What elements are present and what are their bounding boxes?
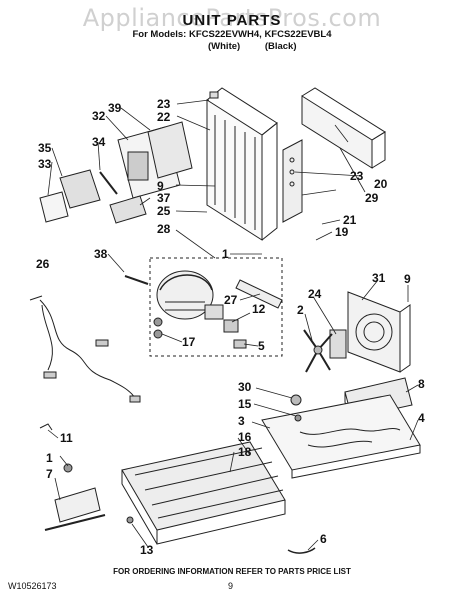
callout-2: 2 <box>297 303 304 317</box>
callout-7: 7 <box>46 467 53 481</box>
part-drain-line <box>126 516 316 554</box>
watermark: AppliancePartsPros.com <box>82 4 382 32</box>
callout-1b: 1 <box>46 451 53 465</box>
callout-31: 31 <box>372 271 386 285</box>
part-relay-board <box>109 195 147 224</box>
callout-38: 38 <box>94 247 108 261</box>
callout-39: 39 <box>108 101 122 115</box>
variant-black: (Black) <box>264 41 297 52</box>
callout-6: 6 <box>320 532 327 546</box>
variant-white: (White) <box>208 41 241 52</box>
callout-26: 26 <box>36 257 50 271</box>
ordering-info: FOR ORDERING INFORMATION REFER TO PARTS … <box>113 567 351 576</box>
callout-23: 23 <box>157 97 171 111</box>
callout-17: 17 <box>182 335 196 349</box>
part-control-box <box>99 121 193 199</box>
part-base-tray <box>261 394 421 479</box>
callout-27: 27 <box>224 293 238 307</box>
callout-22: 22 <box>157 110 171 124</box>
callout-5: 5 <box>258 339 265 353</box>
callout-3: 3 <box>238 414 245 428</box>
callout-34: 34 <box>92 135 106 149</box>
callout-20: 20 <box>374 177 388 191</box>
part-drain-bracket <box>39 423 106 531</box>
callout-30: 30 <box>238 380 252 394</box>
part-evaporator-cover <box>301 87 386 169</box>
page-number: 9 <box>228 581 234 591</box>
callout-21: 21 <box>343 213 357 227</box>
part-wire-harness <box>29 295 141 403</box>
callout-33: 33 <box>38 157 52 171</box>
callout-16: 16 <box>238 430 252 444</box>
callout-18: 18 <box>238 445 252 459</box>
callout-25: 25 <box>157 204 171 218</box>
part-fan-motor <box>303 329 347 373</box>
callout-15: 15 <box>238 397 252 411</box>
model-variants: (White) (Black) <box>208 41 328 52</box>
part-fan-shroud <box>347 291 411 373</box>
leader-lines <box>47 99 419 551</box>
callout-10: 9 <box>157 179 164 193</box>
callout-32: 32 <box>92 109 106 123</box>
callout-24: 24 <box>308 287 322 301</box>
callout-19: 19 <box>335 225 349 239</box>
part-right-bracket <box>282 139 303 223</box>
callout-9: 9 <box>404 272 411 286</box>
callout-37: 37 <box>157 191 171 205</box>
callout-12: 12 <box>252 302 266 316</box>
part-condenser-coil <box>121 441 286 545</box>
callout-35: 35 <box>38 141 52 155</box>
part-condenser-frame <box>206 87 278 241</box>
part-wire-38 <box>124 275 149 285</box>
part-control-board <box>39 169 101 223</box>
page-title: UNIT PARTS <box>182 12 282 29</box>
callout-11: 11 <box>60 431 73 445</box>
document-number: W10526173 <box>8 581 57 591</box>
callout-28: 28 <box>157 222 171 236</box>
callout-8: 8 <box>418 377 425 391</box>
callout-4: 4 <box>418 411 425 425</box>
callout-29: 29 <box>365 191 379 205</box>
callout-13: 13 <box>140 543 154 557</box>
callout-1: 1 <box>222 247 229 261</box>
callout-23b: 23 <box>350 169 364 183</box>
model-numbers: For Models: KFCS22EVWH4, KFCS22EVBL4 <box>132 29 332 40</box>
